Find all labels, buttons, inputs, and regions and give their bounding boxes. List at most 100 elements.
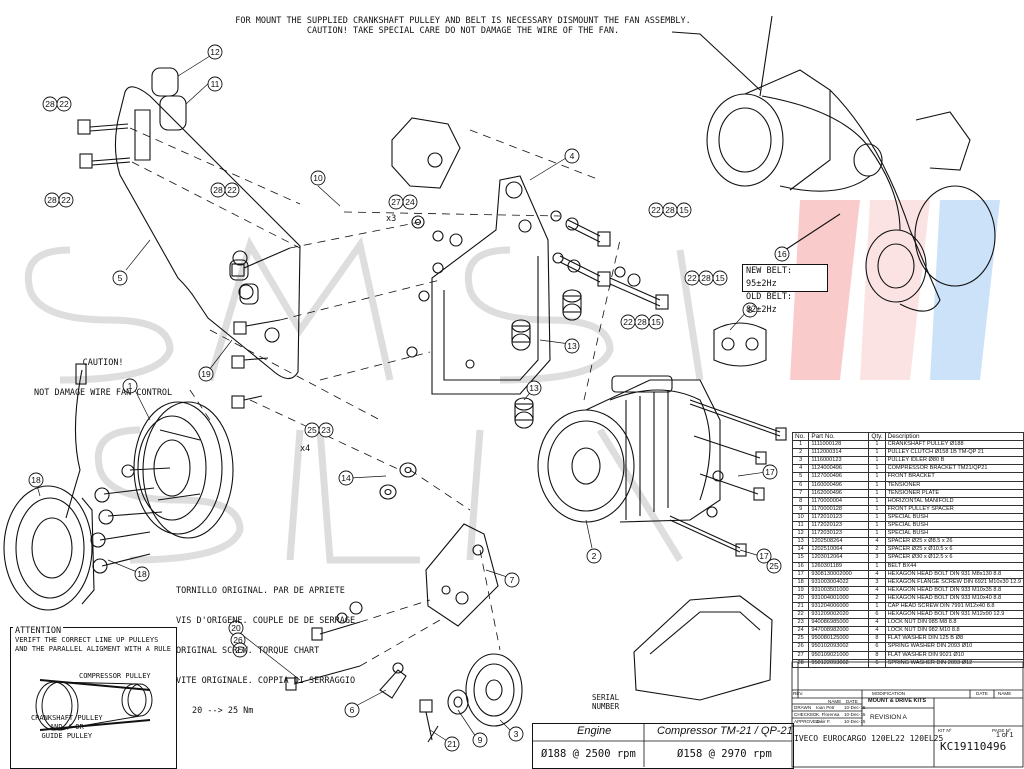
svg-text:28: 28 [45,99,55,109]
cell-qty: 1 [868,521,886,531]
checked-by: K. Florensa [816,712,840,717]
cell-no: 26 [791,642,810,652]
cell-description: HEXAGON HEAD BOLT DIN 933 M10x40 8.8 [884,593,1024,603]
cell-description: HEXAGON HEAD BOLT DIN 933 M10x35 8.8 [884,585,1024,595]
idler-pulley [465,653,523,727]
special-bushes [151,67,259,305]
drawn-date: 10-Dec-15 [844,705,866,710]
cell-no: 9 [791,504,810,514]
cell-qty: 1 [868,440,886,450]
crankshaft-pulley-label: CRANKSHAFT PULLEY AND / OR GUIDE PULLEY [31,714,103,741]
qty-x3: x3 [386,214,397,224]
checked-date: 10-Dec-15 [844,712,866,717]
svg-text:18: 18 [137,569,147,579]
svg-text:28: 28 [701,273,711,283]
cell-description: LOCK NUT DIN 985 M8 8.8 [884,618,1024,628]
serial-line1: SERIAL [592,693,620,702]
header-description: Description [884,431,1024,442]
svg-text:26: 26 [233,635,243,645]
caution-note: CAUTION! NOT DAMAGE WIRE FAN CONTROL [34,338,172,408]
cell-part-no: 950102093002 [808,642,870,652]
cell-no: 22 [791,610,810,620]
callout-3: 3 [508,726,524,742]
callout-label: 12 [210,47,220,57]
assembly-lines [129,127,621,667]
svg-text:7: 7 [510,575,515,585]
cell-qty: 1 [868,496,886,506]
cell-qty: 1 [868,512,886,523]
tensioner-plate [425,523,499,627]
callout-18a: 18 [28,472,44,488]
svg-text:28: 28 [47,195,57,205]
cell-no: 3 [791,456,810,466]
callout-2: 2 [586,548,602,564]
cell-description: FRONT BRACKET [884,472,1024,482]
cell-qty: 6 [868,642,886,652]
callout-8: 8 [742,302,758,318]
cell-no: 11 [791,521,810,531]
cell-qty: 2 [868,545,886,555]
callout-12: 12 [207,44,223,60]
cell-no: 7 [791,488,810,498]
callout-25b: 25 [766,558,782,574]
cell-qty: 4 [868,618,886,628]
cell-description: CAP HEAD SCREW DIN 7991 M12x40 8.8 [884,601,1024,612]
bolts-20 [285,601,363,691]
callout-19: 19 [198,366,214,382]
cell-description: HEXAGON FLANGE SCREW DIN 6921 M10x30 12.… [884,577,1024,587]
assembled-view [706,15,996,312]
callout-27b: 27 [232,642,248,658]
cell-part-no: 1116000123 [808,456,870,466]
callout-bubbles: 12 11 5 10 4 13 13 8 16 17 17 25 2 7 3 9… [28,44,790,752]
cell-description: SPACER Ø25 x Ø8.5 x 26 [884,537,1024,547]
crank-line1: CRANKSHAFT PULLEY [31,714,103,722]
engine-label: Engine [577,725,612,737]
cell-description: PULLEY IDLER Ø80 B [884,456,1024,466]
crank-line3: GUIDE PULLEY [41,732,93,740]
cell-qty: 1 [868,456,886,466]
callout-6: 6 [344,702,360,718]
cell-no: 19 [791,585,810,595]
svg-text:14: 14 [341,473,351,483]
cell-description: TENSIONER [884,480,1024,490]
cell-part-no: 1170000004 [808,496,870,506]
serial-number-label: SERIAL NUMBER [592,693,619,711]
top-note-line1: FOR MOUNT THE SUPPLIED CRANKSHAFT PULLEY… [235,16,691,26]
svg-text:22: 22 [623,317,633,327]
cell-description: HORIZONTAL MANIFOLD [884,496,1024,506]
mount-kits-label: MOUNT & DRIVE KITS [868,698,927,704]
cell-part-no: 1127000496 [808,472,870,482]
compressor [537,375,721,523]
cell-no: 13 [791,537,810,547]
cell-part-no: 931003501000 [808,585,870,595]
name-label: NAME [998,691,1012,696]
cell-part-no: 1162000496 [808,488,870,498]
svg-text:16: 16 [777,249,787,259]
compressor-value: Ø158 @ 2970 rpm [677,748,772,760]
svg-text:22: 22 [227,185,237,195]
spacers-13 [511,289,582,429]
cell-description: FLAT WASHER DIN 9021 Ø10 [884,650,1024,660]
qty-x4: x4 [300,444,311,454]
top-note-line2: CAUTION! TAKE SPECIAL CARE DO NOT DAMAGE… [306,26,620,36]
svg-text:28: 28 [665,205,675,215]
cell-part-no: 950109021000 [808,650,870,660]
spacers-14 [379,462,417,500]
cell-part-no: 931004001000 [808,593,870,603]
cell-no: 16 [791,561,810,571]
attention-title: ATTENTION [13,626,64,636]
svg-text:21: 21 [447,739,457,749]
callout-1: 1 [122,378,138,394]
svg-text:4: 4 [570,151,575,161]
cell-description: LOCK NUT DIN 982 M10 8.8 [884,626,1024,636]
